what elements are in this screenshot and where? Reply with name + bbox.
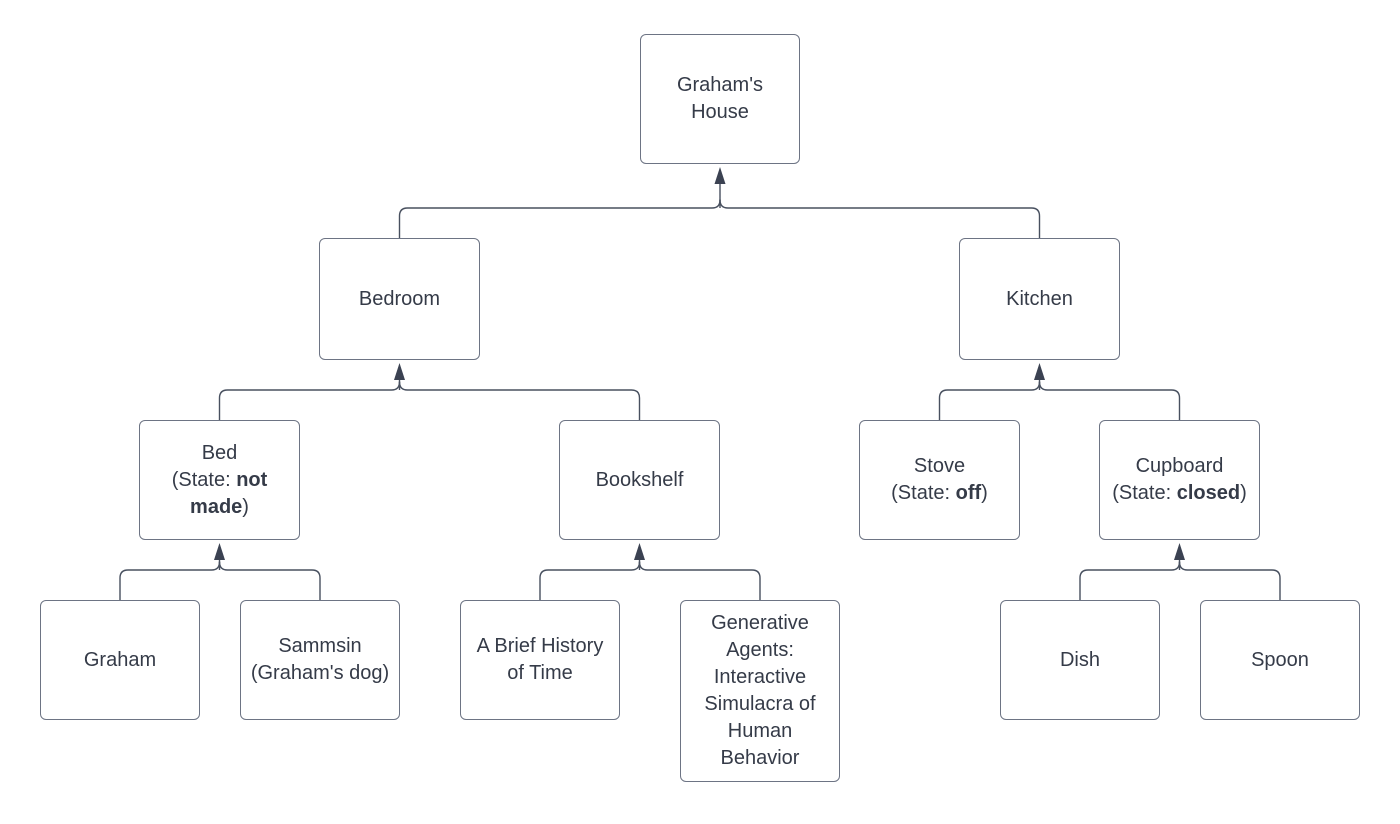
node-label-house: Graham's House xyxy=(676,74,764,123)
node-graham[interactable]: Graham xyxy=(40,600,200,720)
node-label-spoon: Spoon xyxy=(1251,648,1309,671)
edge-bedroom-house xyxy=(398,199,721,239)
edge-group-cupboard xyxy=(1079,543,1281,601)
node-label-bookshelf: Bookshelf xyxy=(595,468,684,491)
edge-arrowhead-cupboard xyxy=(1174,543,1185,560)
node-label-stove: Stove (State: off) xyxy=(891,455,988,504)
node-brief-history[interactable]: A Brief History of Time xyxy=(460,600,620,720)
edge-brief-history-bookshelf xyxy=(539,561,641,601)
node-stove[interactable]: Stove (State: off) xyxy=(859,420,1020,540)
edge-group-kitchen xyxy=(938,363,1181,421)
node-label-dish: Dish xyxy=(1059,648,1100,671)
node-state-stove: off xyxy=(955,482,982,504)
node-label-generative-agents: Generative Agents: Interactive Simulacra… xyxy=(704,612,816,769)
edge-group-bed xyxy=(119,543,321,601)
edge-stove-kitchen xyxy=(938,381,1041,421)
edge-kitchen-house xyxy=(719,199,1041,239)
edge-generative-agents-bookshelf xyxy=(638,561,761,601)
edge-bookshelf-bedroom xyxy=(398,381,641,421)
edge-group-bedroom xyxy=(218,363,641,421)
node-label-bed: Bed (State: not made) xyxy=(171,441,268,518)
edge-arrowhead-house xyxy=(714,167,726,184)
node-state-cupboard: closed xyxy=(1176,482,1241,504)
node-label-brief-history: A Brief History of Time xyxy=(476,635,604,684)
edge-bed-bedroom xyxy=(218,381,401,421)
node-generative-agents[interactable]: Generative Agents: Interactive Simulacra… xyxy=(680,600,840,782)
node-bed[interactable]: Bed (State: not made) xyxy=(139,420,300,540)
node-state-bed: not made xyxy=(190,468,268,518)
edge-cupboard-kitchen xyxy=(1038,381,1181,421)
edge-arrowhead-bedroom xyxy=(394,363,405,380)
edge-arrowhead-bed xyxy=(214,543,225,560)
node-kitchen[interactable]: Kitchen xyxy=(959,238,1120,360)
node-cupboard[interactable]: Cupboard (State: closed) xyxy=(1099,420,1260,540)
node-sammsin[interactable]: Sammsin (Graham's dog) xyxy=(240,600,400,720)
node-label-graham: Graham xyxy=(83,648,157,671)
node-dish[interactable]: Dish xyxy=(1000,600,1160,720)
edge-group-house xyxy=(398,167,1041,239)
node-label-sammsin: Sammsin (Graham's dog) xyxy=(250,635,390,684)
edge-sammsin-bed xyxy=(218,561,321,601)
edge-group-bookshelf xyxy=(539,543,761,601)
edge-spoon-cupboard xyxy=(1178,561,1281,601)
edge-arrowhead-kitchen xyxy=(1034,363,1045,380)
node-label-cupboard: Cupboard (State: closed) xyxy=(1112,455,1247,504)
node-bookshelf[interactable]: Bookshelf xyxy=(559,420,720,540)
node-label-bedroom: Bedroom xyxy=(358,287,441,310)
node-label-kitchen: Kitchen xyxy=(1006,287,1073,310)
node-house[interactable]: Graham's House xyxy=(640,34,800,164)
node-bedroom[interactable]: Bedroom xyxy=(319,238,480,360)
node-spoon[interactable]: Spoon xyxy=(1200,600,1360,720)
edge-arrowhead-bookshelf xyxy=(634,543,645,560)
edge-dish-cupboard xyxy=(1079,561,1181,601)
edge-graham-bed xyxy=(119,561,221,601)
